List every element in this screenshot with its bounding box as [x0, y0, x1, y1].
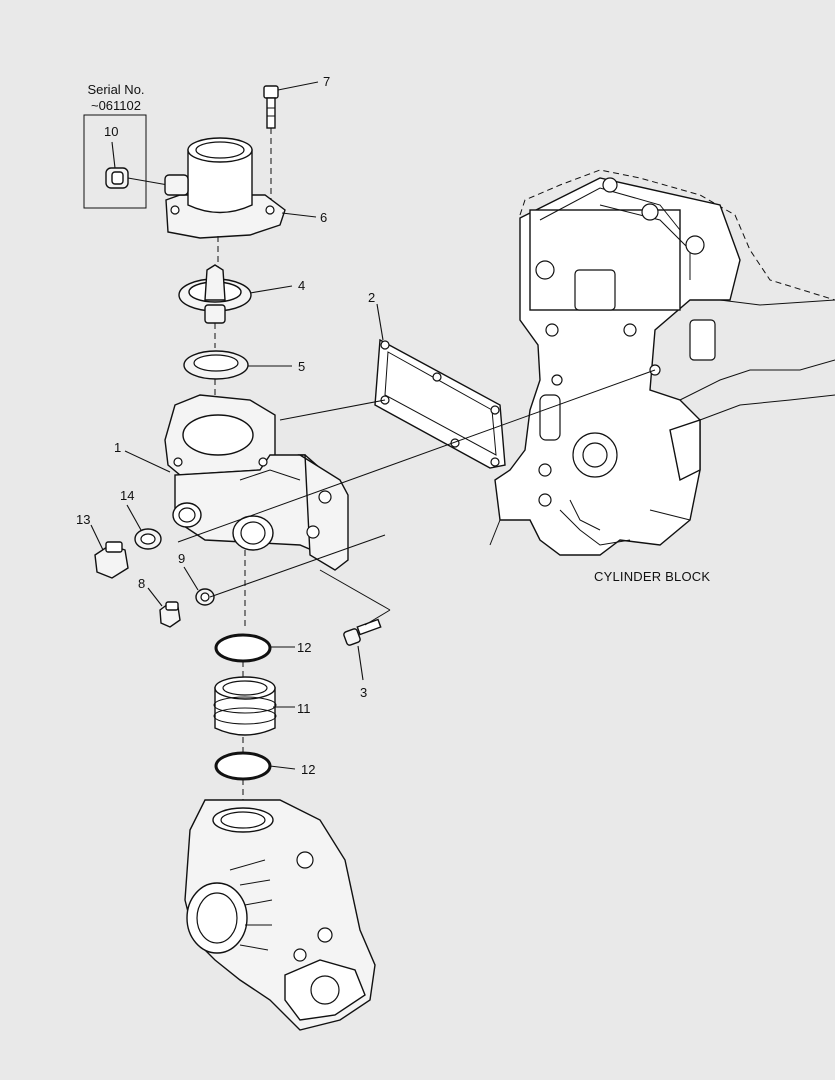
gasket-part-2: [374, 338, 506, 469]
pipe-part-11: [213, 676, 277, 752]
bolt-part-7: [263, 85, 279, 200]
callout-5: 5: [298, 359, 306, 374]
thermostat-housing-part-1: [164, 394, 349, 630]
plug-part-8: [159, 601, 181, 628]
callout-14: 14: [120, 488, 135, 503]
washer-part-14: [134, 528, 162, 550]
bolt-part-3: [343, 618, 382, 646]
assembly-lines: [177, 369, 656, 626]
callout-1: 1: [114, 440, 122, 455]
callout-12-lower: 12: [301, 762, 316, 777]
serial-number-label: Serial No.: [87, 82, 145, 97]
serial-box: [83, 114, 169, 209]
serial-number-note: Serial No. ~061102: [76, 82, 156, 114]
callout-13: 13: [76, 512, 91, 527]
leader-lines: [90, 81, 384, 770]
thermostat-part-4: [178, 264, 252, 348]
callout-6: 6: [320, 210, 328, 225]
washer-part-9: [195, 588, 215, 606]
water-pump-body: [184, 799, 376, 1031]
plug-part-13: [94, 541, 129, 579]
callout-10: 10: [104, 124, 119, 139]
callout-3: 3: [360, 685, 368, 700]
callout-7: 7: [323, 74, 331, 89]
o-ring-part-12-upper: [214, 633, 272, 678]
cylinder-block-label: CYLINDER BLOCK: [594, 569, 711, 584]
serial-number-range: ~061102: [90, 98, 141, 113]
cylinder-block: [489, 169, 835, 556]
callout-2: 2: [368, 290, 376, 305]
thermostat-cover-part-6: [164, 137, 286, 270]
callout-8: 8: [138, 576, 146, 591]
callout-9: 9: [178, 551, 186, 566]
callout-4: 4: [298, 278, 306, 293]
callout-12-upper: 12: [297, 640, 312, 655]
callout-11: 11: [297, 701, 311, 716]
